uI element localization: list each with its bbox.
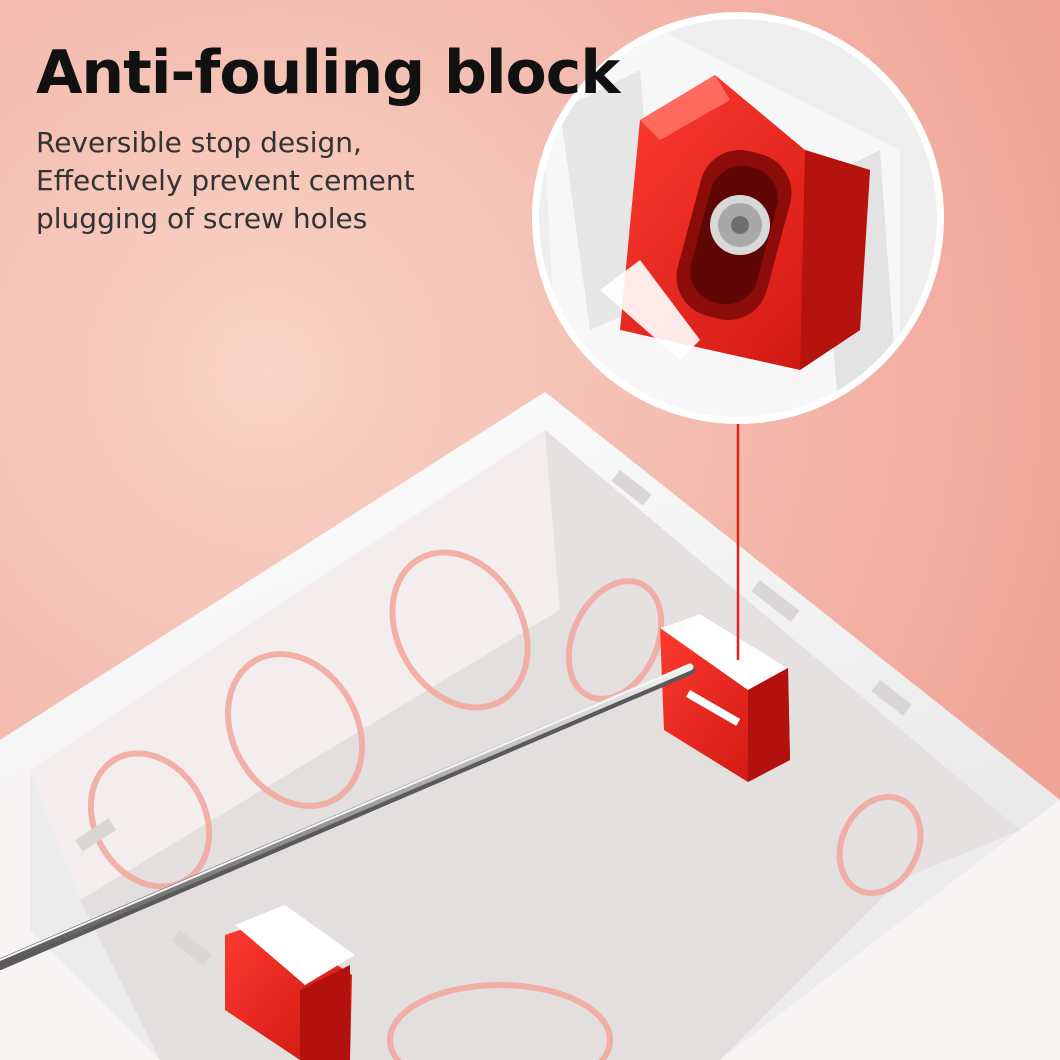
description: Reversible stop design, Effectively prev… [36,124,496,237]
anti-fouling-block [660,614,790,782]
headline: Anti-fouling block [36,38,620,108]
metal-rod [0,663,695,970]
description-line-1: Reversible stop design, [36,126,362,159]
anti-fouling-block-secondary [225,905,355,1060]
description-line-2: Effectively prevent cement [36,163,415,197]
description-line-3: plugging of screw holes [36,201,368,235]
zoom-callout [532,12,944,424]
